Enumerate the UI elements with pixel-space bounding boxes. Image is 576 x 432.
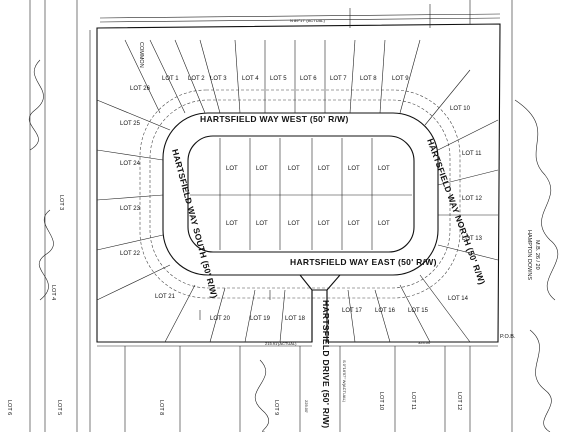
lot-label: LOT 24 — [120, 161, 141, 167]
top-easement-line — [99, 13, 501, 19]
road-label-east: HARTSFIELD WAY EAST (50' R/W) — [290, 257, 437, 267]
outer-lot-dividers — [96, 39, 499, 343]
lot-label: LOT 15 — [408, 308, 429, 314]
lot-label: LOT 8 — [158, 400, 164, 415]
lot-label: LOT 13 — [462, 236, 483, 242]
creek-line-south — [254, 359, 269, 432]
lot-label: LOT 6 — [6, 400, 12, 415]
dist-225-label: 225.00' — [304, 400, 309, 413]
lot-label: LOT 5 — [56, 400, 62, 415]
lot-label: LOT — [378, 166, 390, 172]
lot-label: LOT — [256, 166, 268, 172]
hampton-book-label: M.B. 26 / 20 — [534, 240, 540, 270]
creek-line-west — [28, 59, 44, 151]
inner-lot-dividers — [219, 138, 373, 250]
lot-label: LOT 4 — [50, 285, 56, 300]
road-label-drive: HARTSFIELD DRIVE (50' R/W) — [321, 300, 331, 428]
lot-label: LOT 10 — [378, 392, 384, 410]
lot-label: LOT — [226, 221, 238, 227]
bearing-se-label: S 0°16'57" W(ACTUAL) — [342, 360, 347, 403]
lot-label: LOT 14 — [448, 296, 469, 302]
lot-label: LOT 22 — [120, 251, 141, 257]
lot-label: LOT 17 — [342, 308, 363, 314]
lot-label: LOT — [378, 221, 390, 227]
actual-bottom-label: 215.91'(ACTUAL) — [265, 341, 297, 346]
lot-label: LOT 26 — [130, 86, 151, 92]
common-label: COMMON — [138, 42, 144, 68]
lot-label: LOT 16 — [375, 308, 396, 314]
dist-324-label: 324.00' — [418, 340, 431, 345]
inner-lot-labels: LOT LOT LOT LOT LOT LOT LOT LOT LOT LOT … — [226, 166, 390, 227]
road-offset-dashed — [149, 99, 451, 289]
west-lot-labels: LOT 3 LOT 4 LOT 5 LOT 6 — [6, 195, 64, 415]
lot-label: LOT 25 — [120, 121, 141, 127]
lot-label: LOT 23 — [120, 206, 141, 212]
lot-label: LOT 11 — [462, 151, 482, 157]
lot-label: LOT 5 — [270, 76, 287, 82]
lot-label: LOT 10 — [450, 106, 471, 112]
road-loop-inner — [187, 135, 415, 253]
south-lot-labels: LOT 8 LOT 9 LOT 10 LOT 11 LOT 12 — [158, 392, 462, 415]
lot-label: LOT 8 — [360, 76, 377, 82]
road-offset-dashed-2 — [139, 89, 461, 299]
lot-label: LOT 21 — [155, 294, 176, 300]
lot-label: LOT 1 — [162, 76, 179, 82]
lot-label: LOT 3 — [210, 76, 227, 82]
outer-lot-labels: LOT 1 LOT 2 LOT 3 LOT 4 LOT 5 LOT 6 LOT … — [120, 76, 483, 322]
lot-label: LOT 7 — [330, 76, 347, 82]
lot-label: LOT 19 — [250, 316, 271, 322]
lot-label: LOT — [318, 221, 330, 227]
lot-label: LOT 20 — [210, 316, 231, 322]
lot-label: LOT — [226, 166, 238, 172]
road-label-west: HARTSFIELD WAY WEST (50' R/W) — [200, 114, 349, 124]
drive-lines — [299, 274, 341, 342]
lot-label: LOT 3 — [58, 195, 64, 210]
hampton-downs-label: HAMPTON DOWNS — [526, 230, 532, 280]
lot-label: LOT 4 — [242, 76, 259, 82]
lot-label: LOT 12 — [462, 196, 483, 202]
lot-label: LOT — [288, 221, 300, 227]
creek-line-east — [514, 99, 558, 301]
lot-label: LOT — [318, 166, 330, 172]
lot-label: LOT 2 — [188, 76, 205, 82]
lot-label: LOT 18 — [285, 316, 306, 322]
lot-label: LOT 11 — [410, 392, 416, 410]
creek-line-east-2 — [529, 329, 552, 432]
lot-label: LOT 6 — [300, 76, 317, 82]
lot-label: LOT 12 — [456, 392, 462, 410]
lot-label: LOT 9 — [273, 400, 279, 415]
actual-top-label: N 89°17' (ACTUAL) — [290, 18, 325, 23]
lot-label: LOT — [348, 166, 360, 172]
lot-label: LOT 9 — [392, 76, 409, 82]
creek-line-west-2 — [38, 209, 54, 301]
top-easement-line-2 — [99, 17, 501, 23]
tick-marks — [199, 4, 431, 320]
lot-label: LOT — [348, 221, 360, 227]
lot-label: LOT — [288, 166, 300, 172]
road-label-south: HARTSFIELD WAY SOUTH (50' R/W) — [170, 148, 220, 299]
lot-label: LOT — [256, 221, 268, 227]
pob-label: P.O.B. — [500, 334, 516, 340]
